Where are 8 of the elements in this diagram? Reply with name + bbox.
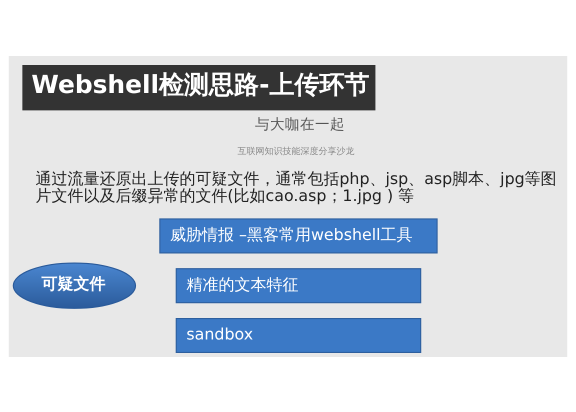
node-ellipse: 可疑文件 [12,262,136,308]
node-box: sandbox [176,317,422,353]
label: 与大咖在一起 [254,115,345,132]
label: 通过流量还原出上传的可疑文件，通常包括php、jsp、asp脚本、jpg等图片文件以及后缀异常的文件(比如cao.asp；1.jpg ) 等 [35,168,557,205]
node-box: 威胁情报 –黑客常用webshell工具 [159,218,438,253]
diagram-title: Webshell检测思路-上传环节 [31,69,370,98]
node-box: 精准的文本特征 [176,268,422,303]
label: 互联网知识技能深度分享沙龙 [237,146,354,156]
